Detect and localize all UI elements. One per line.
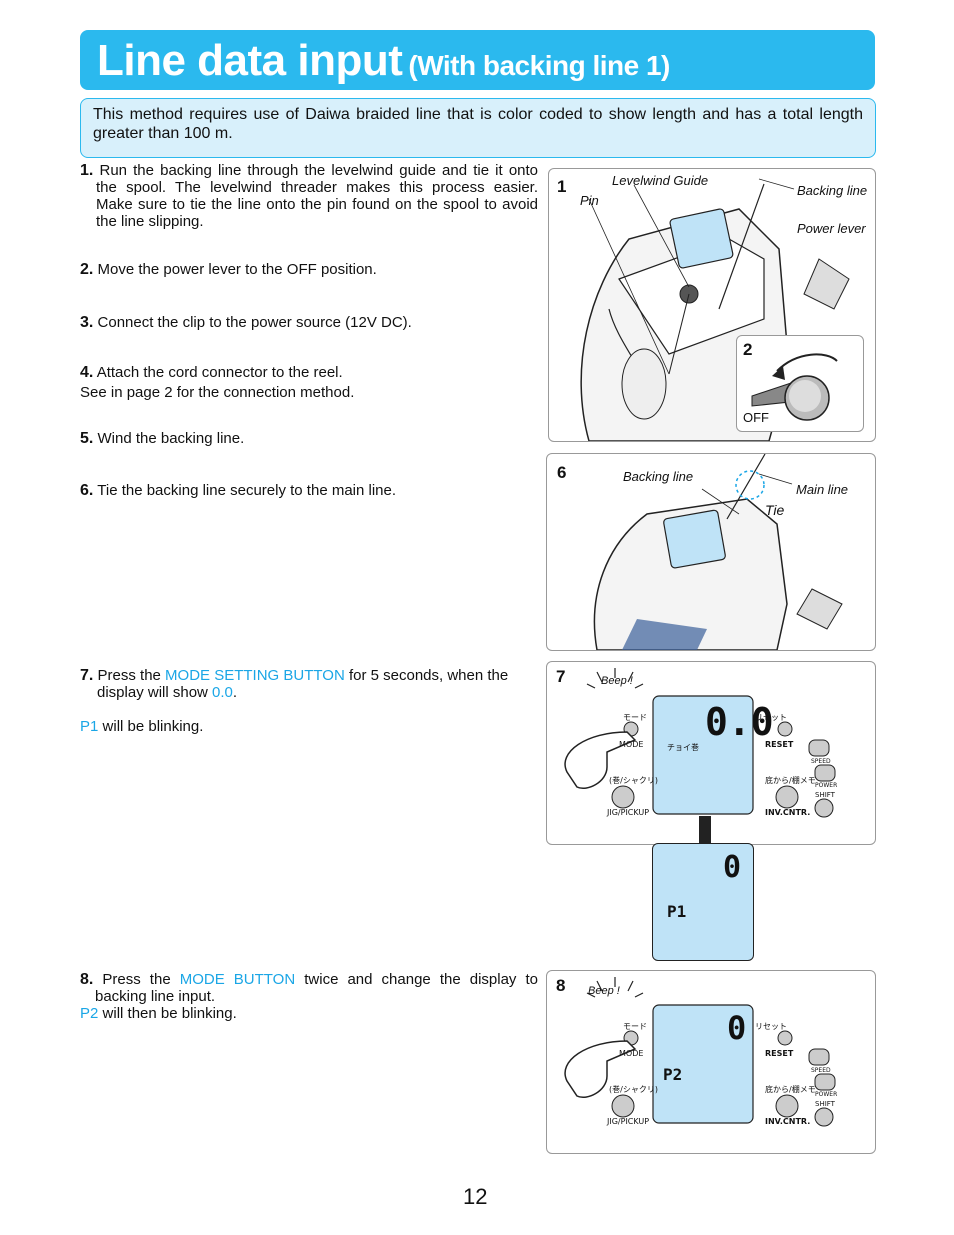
figure-2-panel: 2 OFF (736, 335, 864, 432)
jig-jp-label: (巻/シャクリ) (609, 776, 658, 785)
speed-label: SPEED (811, 1067, 831, 1074)
inv-label: INV.CNTR. (765, 808, 811, 817)
mode-setting-button-ref: MODE SETTING BUTTON (165, 667, 345, 684)
beep-text: Beep (588, 985, 614, 997)
page-subtitle: (With backing line 1) (408, 50, 670, 81)
step-number: 5. (80, 430, 94, 447)
step-text: Tie the backing line securely to the mai… (97, 482, 397, 499)
reset-label: RESET (765, 740, 794, 749)
figure-number: 6 (557, 463, 567, 482)
step-2: 2. Move the power lever to the OFF posit… (80, 261, 377, 278)
figure-8-panel: 8 Beep ! 0 P2 モード MODE リセット RESET SPEED … (546, 970, 876, 1154)
step-4: 4. Attach the cord connector to the reel… (80, 364, 354, 401)
power-label: POWER (815, 782, 838, 789)
step-text: Wind the backing line. (97, 430, 245, 447)
step-text: Press the (97, 667, 166, 684)
control-panel-illustration-7 (564, 668, 836, 844)
step-note: See in page 2 for the connection method. (80, 384, 355, 401)
title-bar: Line data input(With backing line 1) (80, 30, 875, 90)
shift-label: SHIFT (815, 791, 835, 799)
lcd-value: 0 (727, 1009, 747, 1047)
levelwind-guide-label: Levelwind Guide (612, 173, 709, 188)
reel-illustration-1 (580, 178, 850, 441)
figure-number: 8 (556, 976, 566, 995)
figure-7-display-2: 0 P1 (652, 843, 754, 961)
display-value-ref: 0.0 (212, 684, 233, 701)
mode-jp-label: モード (623, 1022, 647, 1031)
step-7: 7. Press the MODE SETTING BUTTON for 5 s… (80, 667, 530, 735)
step-number: 7. (80, 667, 94, 684)
step-number: 4. (80, 364, 94, 381)
page-title: Line data input(With backing line 1) (97, 36, 670, 85)
step-text: . (232, 684, 238, 701)
page-number: 12 (463, 1184, 488, 1209)
backing-line-label: Backing line (623, 469, 694, 484)
reset-jp-label: リセット (755, 713, 787, 722)
figure-6-panel: 6 Backing line Main line Tie (546, 453, 876, 651)
pin-label: Pin (580, 193, 599, 208)
off-label: OFF (743, 410, 769, 425)
inv-label: INV.CNTR. (765, 1117, 811, 1126)
step-text: twice and change the display to backing … (95, 971, 538, 1005)
figure-1-panel: 1 Levelwind Guide Backing line Pin Power… (548, 168, 876, 442)
reel-illustration-6 (593, 454, 843, 650)
figure-number: 7 (556, 667, 566, 686)
step-6: 6. Tie the backing line securely to the … (80, 482, 396, 499)
choi-label: チョイ巻 (667, 743, 699, 752)
lcd-value: 0.0 (705, 700, 774, 744)
step-text: for 5 seconds, when the display will sho… (97, 667, 509, 701)
power-lever-illustration (751, 353, 838, 421)
mode-button-ref: MODE BUTTON (179, 971, 296, 988)
step-number: 2. (80, 261, 94, 278)
lcd-value: 0 (723, 850, 742, 885)
figure-7-panel: 7 Beep ! 0.0 モード MODE リセット RESET チョイ巻 SP… (546, 661, 876, 845)
figure-number: 2 (743, 340, 753, 359)
step-text: Run the backing line through the levelwi… (96, 162, 539, 230)
step-text: Move the power lever to the OFF position… (97, 261, 377, 278)
inv-jp-label: 底から/棚メモ (765, 1085, 816, 1094)
beep-label: Beep ! (601, 675, 633, 687)
jig-jp-label: (巻/シャクリ) (609, 1085, 658, 1094)
backing-line-label: Backing line (797, 183, 868, 198)
step-text: Attach the cord connector to the reel. (96, 364, 343, 381)
mode-label: MODE (619, 740, 644, 749)
step-5: 5. Wind the backing line. (80, 430, 244, 447)
step-8: 8. Press the MODE BUTTON twice and chang… (80, 971, 538, 1022)
jig-label: JIG/PICKUP (607, 1117, 650, 1126)
step-number: 8. (80, 971, 94, 988)
mode-label: MODE (619, 1049, 644, 1058)
step-text: will then be blinking. (98, 1005, 237, 1022)
mode-jp-label: モード (623, 713, 647, 722)
step-1: 1. Run the backing line through the leve… (80, 162, 538, 230)
power-label: POWER (815, 1091, 838, 1098)
reset-jp-label: リセット (755, 1022, 787, 1031)
power-lever-label: Power lever (797, 221, 866, 236)
tie-label: Tie (765, 502, 785, 518)
p2-ref: P2 (80, 1005, 99, 1022)
step-number: 1. (80, 162, 94, 179)
beep-label: Beep ! (588, 985, 620, 997)
figure-number: 1 (557, 177, 567, 196)
p1-ref: P1 (80, 718, 99, 735)
shift-label: SHIFT (815, 1100, 835, 1108)
step-number: 6. (80, 482, 94, 499)
step-number: 3. (80, 314, 94, 331)
control-panel-illustration-8 (564, 977, 836, 1127)
speed-label: SPEED (811, 758, 831, 765)
reset-label: RESET (765, 1049, 794, 1058)
step-text: will be blinking. (98, 718, 204, 735)
main-line-label: Main line (796, 482, 849, 497)
inv-jp-label: 底から/棚メモ (765, 776, 816, 785)
step-3: 3. Connect the clip to the power source … (80, 314, 412, 331)
p1-indicator: P1 (667, 902, 687, 921)
beep-text: Beep (601, 675, 627, 687)
p2-indicator: P2 (663, 1065, 683, 1084)
step-text: Connect the clip to the power source (12… (97, 314, 412, 331)
step-text: Press the (102, 971, 180, 988)
intro-box: This method requires use of Daiwa braide… (80, 98, 876, 158)
jig-label: JIG/PICKUP (607, 808, 650, 817)
